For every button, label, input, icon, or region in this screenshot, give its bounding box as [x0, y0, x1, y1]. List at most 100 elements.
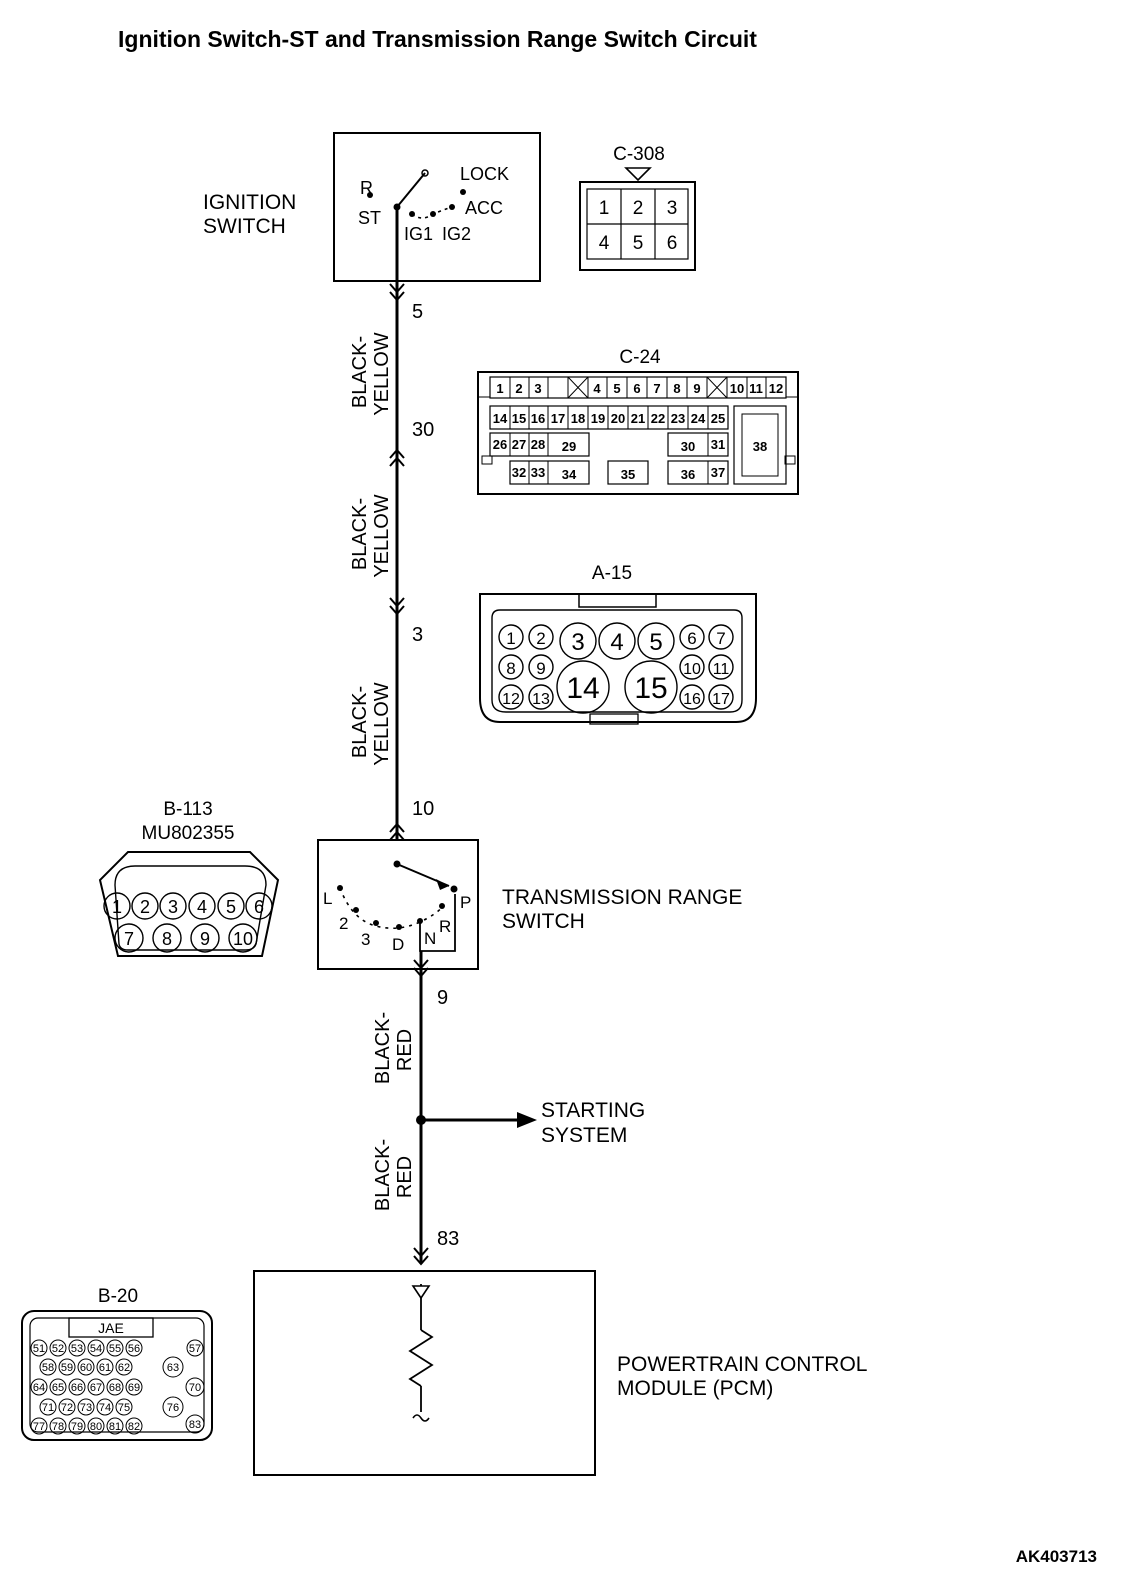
- b20-pin-58: 58: [42, 1362, 54, 1374]
- pin-number-9: 9: [437, 987, 448, 1009]
- trs-pos-r: R: [439, 917, 451, 936]
- b20-pin-76: 76: [167, 1402, 179, 1414]
- b20-pin-82: 82: [128, 1421, 140, 1433]
- pcm-label-2: MODULE (PCM): [617, 1377, 773, 1400]
- starting-system-label-2: SYSTEM: [541, 1124, 627, 1147]
- a15-pin-10: 10: [683, 661, 701, 678]
- wire-color-1b: YELLOW: [371, 332, 393, 415]
- c24-pin-31: 31: [711, 437, 725, 452]
- trs-pos-n: N: [424, 929, 436, 948]
- b113-pin-4: 4: [197, 897, 207, 917]
- pin-number-10: 10: [412, 798, 434, 820]
- c24-pin-8: 8: [673, 381, 680, 396]
- connector-a15: A-15 1 2 3 4 5 6 7: [479, 563, 757, 725]
- b20-pins-row3: [30, 1377, 205, 1397]
- b20-pin-79: 79: [71, 1421, 83, 1433]
- a15-pin-11: 11: [713, 661, 730, 678]
- a15-pin-15: 15: [634, 672, 667, 705]
- c24-pin-21: 21: [631, 411, 645, 426]
- b20-pin-75: 75: [118, 1402, 130, 1414]
- wire-color-2a: BLACK-: [349, 498, 371, 570]
- wire-color-1a: BLACK-: [349, 336, 371, 408]
- pin-number-5: 5: [412, 301, 423, 323]
- transmission-range-switch: L 2 3 D N R P TRANSMISSION RANGE SWITCH: [317, 839, 742, 970]
- b20-pin-65: 65: [52, 1382, 64, 1394]
- b20-pin-73: 73: [80, 1402, 92, 1414]
- c24-pin-16: 16: [531, 411, 545, 426]
- c24-pin-29: 29: [562, 439, 576, 454]
- trs-pos-2: 2: [339, 914, 348, 933]
- b20-pins-row4: [39, 1396, 184, 1418]
- c24-pin-10: 10: [730, 381, 744, 396]
- b20-pin-71: 71: [42, 1402, 54, 1414]
- a15-pin-13: 13: [532, 691, 550, 708]
- pin-number-3: 3: [412, 624, 423, 646]
- b20-pins-row5: [30, 1414, 205, 1435]
- ign-pos-acc: ACC: [465, 198, 503, 218]
- ign-pos-st: ST: [358, 208, 381, 228]
- c24-pin-37: 37: [711, 465, 725, 480]
- b113-pins: [103, 892, 273, 953]
- b20-pin-55: 55: [109, 1343, 121, 1355]
- a15-pin-7: 7: [716, 629, 725, 648]
- b20-pin-81: 81: [109, 1421, 121, 1433]
- connector-b113-label: B-113: [163, 799, 212, 820]
- b20-pin-66: 66: [71, 1382, 83, 1394]
- c24-pin-5: 5: [613, 381, 620, 396]
- connector-b113-part: MU802355: [142, 823, 235, 844]
- trs-pos-l: L: [323, 889, 332, 908]
- b20-jae-tag: JAE: [98, 1320, 124, 1336]
- connector-a15-label: A-15: [592, 563, 632, 584]
- c24-pin-2: 2: [515, 381, 522, 396]
- b20-pin-70: 70: [189, 1382, 201, 1394]
- wire-black-red: [413, 951, 537, 1266]
- c24-pin-6: 6: [633, 381, 640, 396]
- c308-pin-3: 3: [667, 198, 678, 219]
- trs-pos-3: 3: [361, 930, 370, 949]
- b20-pin-51: 51: [33, 1343, 45, 1355]
- c308-pin-4: 4: [599, 233, 610, 254]
- c24-pin-24: 24: [691, 411, 706, 426]
- wire-color-4b: RED: [394, 1029, 416, 1071]
- b20-pin-53: 53: [71, 1343, 83, 1355]
- b20-pin-54: 54: [90, 1343, 102, 1355]
- wire-color-2b: YELLOW: [371, 494, 393, 577]
- b20-pin-72: 72: [61, 1402, 73, 1414]
- a15-pin-1: 1: [506, 629, 515, 648]
- c24-pin-4: 4: [593, 381, 601, 396]
- c24-pin-14: 14: [493, 411, 508, 426]
- wire-color-4a: BLACK-: [372, 1012, 394, 1084]
- ignition-switch-label-2: SWITCH: [203, 215, 286, 238]
- b113-pin-6: 6: [254, 897, 264, 917]
- c24-pin-11: 11: [749, 381, 763, 396]
- b113-pin-1: 1: [112, 897, 122, 917]
- b20-pin-67: 67: [90, 1382, 102, 1394]
- a15-pin-6: 6: [687, 629, 696, 648]
- c24-pin-7: 7: [653, 381, 660, 396]
- ign-pos-r: R: [360, 178, 373, 198]
- c24-pin-15: 15: [512, 411, 526, 426]
- a15-pin-3: 3: [571, 629, 584, 656]
- b20-pin-77: 77: [33, 1421, 45, 1433]
- b20-pin-64: 64: [33, 1382, 45, 1394]
- b20-pin-74: 74: [99, 1402, 111, 1414]
- b20-pin-61: 61: [99, 1362, 111, 1374]
- b20-pin-57: 57: [189, 1343, 201, 1355]
- connector-c24-label: C-24: [619, 347, 661, 368]
- ign-pos-ig1: IG1: [404, 224, 433, 244]
- wire-color-5a: BLACK-: [372, 1139, 394, 1211]
- b20-pin-62: 62: [118, 1362, 130, 1374]
- c24-row2-dividers: [509, 406, 709, 429]
- trs-pos-p: P: [460, 893, 471, 912]
- c308-pin-5: 5: [633, 233, 644, 254]
- b20-pin-68: 68: [109, 1382, 121, 1394]
- c24-pin-1: 1: [496, 381, 503, 396]
- pcm-box: POWERTRAIN CONTROL MODULE (PCM): [253, 1270, 867, 1476]
- pin-number-83: 83: [437, 1228, 459, 1250]
- c24-pin-30: 30: [681, 439, 695, 454]
- c24-pin-12: 12: [769, 381, 783, 396]
- ignition-switch-label-1: IGNITION: [203, 191, 296, 214]
- c24-pin-32: 32: [512, 465, 526, 480]
- pin-number-30: 30: [412, 419, 434, 441]
- b20-pin-69: 69: [128, 1382, 140, 1394]
